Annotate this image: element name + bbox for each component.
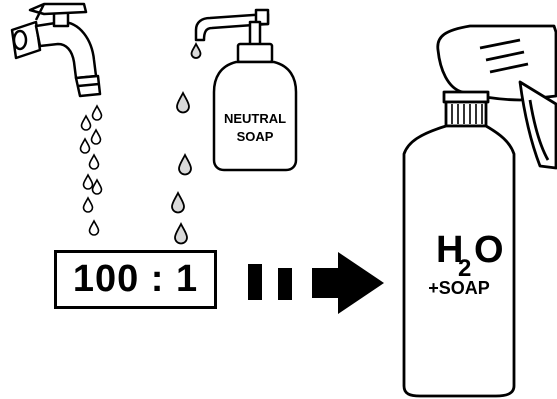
ratio-box: 100 : 1 xyxy=(54,250,217,309)
formula-h: H xyxy=(436,229,463,271)
soap-drops xyxy=(171,43,202,245)
ratio-text: 100 : 1 xyxy=(72,258,199,300)
formula-subscript: 2 xyxy=(458,255,471,282)
arrow-head xyxy=(312,252,384,314)
formula-o: O xyxy=(474,229,504,271)
soap-label-line1: NEUTRAL xyxy=(224,111,286,126)
soap-bottle-icon xyxy=(194,8,298,172)
faucet-icon xyxy=(10,2,102,98)
arrow-dash xyxy=(248,264,262,300)
arrow-dash xyxy=(278,268,292,300)
spray-bottle-icon xyxy=(402,24,557,398)
water-drops xyxy=(79,105,103,236)
formula-soap: +SOAP xyxy=(428,278,490,298)
arrow-icon xyxy=(248,252,384,314)
soap-label-line2: SOAP xyxy=(237,129,274,144)
